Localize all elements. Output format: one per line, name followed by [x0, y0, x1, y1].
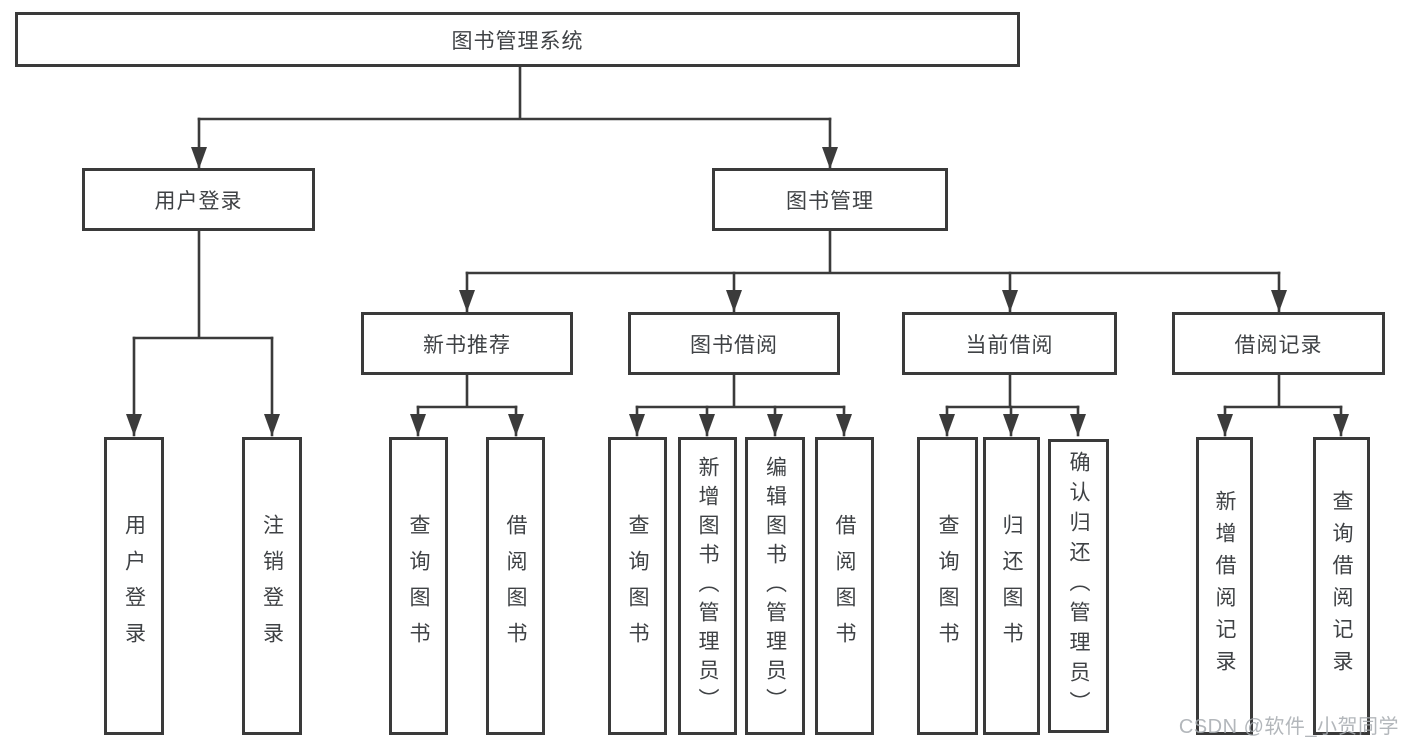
- node-book-borrowing: 图书借阅: [628, 312, 840, 375]
- node-borrowing-records: 借阅记录: [1172, 312, 1385, 375]
- node-new-book-recommendation: 新书推荐: [361, 312, 573, 375]
- node-borrow-books-recommend: 借阅图书: [486, 437, 545, 735]
- connector-book-borrowing-children: [629, 373, 852, 437]
- node-query-books-borrowing: 查询图书: [608, 437, 667, 735]
- node-label: 图书借阅: [690, 333, 778, 357]
- node-label: 查询图书: [407, 514, 430, 658]
- node-book-management: 图书管理: [712, 168, 948, 231]
- node-label: 新书推荐: [423, 333, 511, 357]
- csdn-watermark: CSDN @软件_小贺同学: [1178, 716, 1399, 738]
- node-borrow-books: 借阅图书: [815, 437, 874, 735]
- node-label: 借阅记录: [1234, 333, 1323, 357]
- node-label: 查询图书: [626, 514, 649, 658]
- node-label: 借阅图书: [504, 514, 527, 658]
- node-current-borrowing: 当前借阅: [902, 312, 1117, 375]
- node-query-books-recommend: 查询图书: [389, 437, 448, 735]
- node-confirm-return-admin: 确认归还（管理员）: [1048, 439, 1109, 733]
- node-label: 归还图书: [1000, 514, 1023, 658]
- node-return-book: 归还图书: [983, 437, 1040, 735]
- node-label: 用户登录: [122, 514, 146, 658]
- node-logout: 注销登录: [242, 437, 302, 735]
- node-label: 用户登录: [154, 189, 243, 213]
- node-user-login-action: 用户登录: [104, 437, 164, 735]
- node-label: 新增借阅记录: [1213, 490, 1236, 682]
- connector-new-book-children: [410, 373, 524, 437]
- node-library-management-system: 图书管理系统: [15, 12, 1020, 67]
- connector-book-management-children: [459, 229, 1287, 313]
- node-edit-book-admin: 编辑图书（管理员）: [745, 437, 805, 735]
- node-add-borrow-record: 新增借阅记录: [1196, 437, 1253, 735]
- node-label: 查询图书: [936, 514, 959, 658]
- node-label: 查询借阅记录: [1330, 490, 1353, 682]
- connector-borrowing-records-children: [1217, 373, 1349, 437]
- node-label: 注销登录: [260, 514, 284, 658]
- node-query-borrow-record: 查询借阅记录: [1313, 437, 1370, 735]
- connector-current-borrowing-children: [939, 373, 1086, 437]
- node-label: 确认归还（管理员）: [1067, 451, 1090, 721]
- node-label: 新增图书（管理员）: [696, 455, 719, 717]
- node-user-login: 用户登录: [82, 168, 315, 231]
- node-query-books-current: 查询图书: [917, 437, 978, 735]
- node-label: 图书管理: [786, 189, 874, 213]
- node-label: 图书管理系统: [451, 29, 584, 53]
- node-label: 编辑图书（管理员）: [763, 455, 787, 717]
- connector-user-login-children: [126, 229, 280, 437]
- connector-root-to-level2: [191, 64, 838, 170]
- node-label: 当前借阅: [965, 333, 1054, 357]
- node-label: 借阅图书: [833, 514, 856, 658]
- node-add-book-admin: 新增图书（管理员）: [678, 437, 737, 735]
